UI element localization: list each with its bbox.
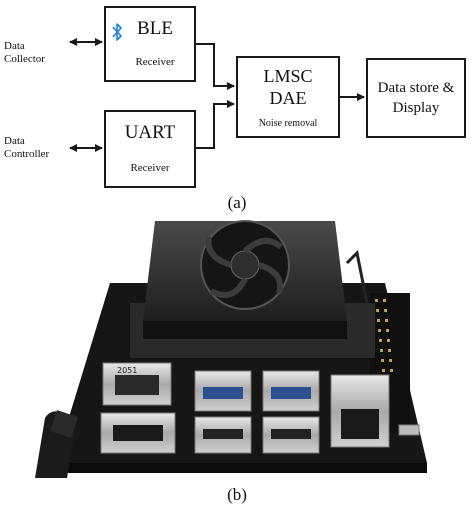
lmsc-title: LMSC [263,66,313,86]
data-store-box: Data store & Display [366,58,466,138]
ble-subtitle: Receiver [135,56,175,68]
data-collector-label: Data Collector [4,40,45,65]
caption-a: (a) [227,193,247,212]
chip-text: 2051 [117,366,137,375]
uart-receiver-box: UART Receiver [104,110,196,188]
data-controller-label: Data Controller [4,135,50,160]
cooling-fan [143,220,369,339]
jetson-board-photo: 2051 [35,213,442,478]
ble-lmsc-arrow [196,43,235,90]
diagram-connectors [69,38,365,152]
uart-lmsc-arrow [196,100,235,149]
uart-subtitle: Receiver [130,162,170,174]
ports-row: 2051 [100,362,420,454]
dae-title: DAE [269,88,307,108]
caption-b: (b) [227,485,247,504]
uart-title: UART [124,122,176,143]
noise-removal-label: Noise removal [258,118,318,129]
lmsc-dae-box: LMSC DAE Noise removal [236,56,340,138]
display-title: Display [392,100,440,116]
ble-title: BLE [137,18,173,39]
displayport-connector [102,362,172,406]
ble-receiver-box: BLE Receiver [104,6,196,82]
bluetooth-icon [111,22,123,47]
board-illustration: 2051 [35,213,442,478]
micro-usb-port [398,424,420,436]
data-store-title: Data store & [377,80,455,96]
